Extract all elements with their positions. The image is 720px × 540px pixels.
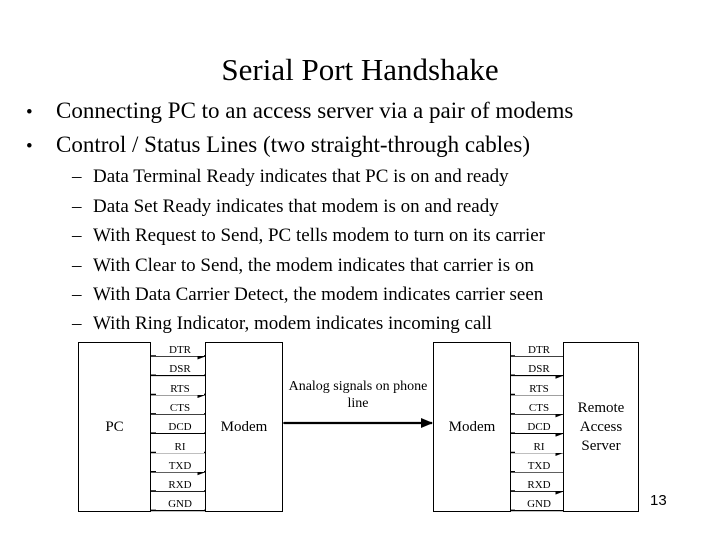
node-modem-left-label: Modem <box>220 418 268 435</box>
signal-label-gnd: GND <box>515 498 563 511</box>
node-modem-right[interactable]: Modem <box>433 342 511 512</box>
signal-label-ri: RI <box>156 440 204 453</box>
sub-bullet-text-2: With Request to Send, PC tells modem to … <box>93 225 546 246</box>
dash-glyph-icon: – <box>72 255 82 276</box>
signal-label-dcd: DCD <box>515 421 563 434</box>
bullet-text-1: Control / Status Lines (two straight-thr… <box>56 132 530 157</box>
sub-bullet-text-4: With Data Carrier Detect, the modem indi… <box>93 284 544 305</box>
page-number: 13 <box>650 492 667 509</box>
sub-bullet-item-5: –With Ring Indicator, modem indicates in… <box>72 312 712 335</box>
signal-label-rts: RTS <box>515 382 563 395</box>
slide-title: Serial Port Handshake <box>221 52 499 87</box>
node-modem-right-label: Modem <box>448 418 496 435</box>
signal-label-dtr: DTR <box>515 344 563 356</box>
signal-label-ri: RI <box>515 440 563 453</box>
sub-bullet-text-3: With Clear to Send, the modem indicates … <box>93 255 534 276</box>
dash-glyph-icon: – <box>72 166 82 187</box>
sub-bullet-item-4: –With Data Carrier Detect, the modem ind… <box>72 283 712 306</box>
node-ras-label: Remote Access Server <box>577 399 625 454</box>
dash-glyph-icon: – <box>72 225 82 246</box>
dash-glyph-icon: – <box>72 313 82 334</box>
signal-label-cts: CTS <box>515 401 563 414</box>
sub-bullet-text-1: Data Set Ready indicates that modem is o… <box>93 196 499 217</box>
signal-label-rxd: RXD <box>156 479 204 492</box>
bullet-glyph-icon: • <box>26 136 33 157</box>
sub-bullet-text-0: Data Terminal Ready indicates that PC is… <box>93 166 509 187</box>
analog-link-label: Analog signals on phone line <box>288 378 428 412</box>
dash-glyph-icon: – <box>72 284 82 305</box>
bullet-glyph-icon: • <box>26 102 33 123</box>
signal-label-gnd: GND <box>156 498 204 511</box>
signal-label-rts: RTS <box>156 382 204 395</box>
node-modem-left[interactable]: Modem <box>205 342 283 512</box>
signal-label-dsr: DSR <box>156 363 204 376</box>
signal-label-dcd: DCD <box>156 421 204 434</box>
signal-label-txd: TXD <box>156 459 204 472</box>
node-pc-label: PC <box>105 418 124 435</box>
bullet-item-1: • Control / Status Lines (two straight-th… <box>26 131 716 160</box>
bullet-text-0: Connecting PC to an access server via a … <box>56 98 574 123</box>
signal-label-dsr: DSR <box>515 363 563 376</box>
node-remote-access-server[interactable]: Remote Access Server <box>563 342 639 512</box>
sub-bullet-text-5: With Ring Indicator, modem indicates inc… <box>93 313 492 334</box>
signal-label-rxd: RXD <box>515 479 563 492</box>
sub-bullet-item-1: –Data Set Ready indicates that modem is … <box>72 195 712 218</box>
sub-bullet-item-0: –Data Terminal Ready indicates that PC i… <box>72 165 712 188</box>
sub-bullet-item-3: –With Clear to Send, the modem indicates… <box>72 254 712 277</box>
bullet-item-0: • Connecting PC to an access server via a… <box>26 97 716 126</box>
signal-label-txd: TXD <box>515 459 563 472</box>
signal-label-cts: CTS <box>156 401 204 414</box>
dash-glyph-icon: – <box>72 196 82 217</box>
node-pc[interactable]: PC <box>78 342 151 512</box>
signal-label-dtr: DTR <box>156 344 204 356</box>
sub-bullet-item-2: –With Request to Send, PC tells modem to… <box>72 224 712 247</box>
